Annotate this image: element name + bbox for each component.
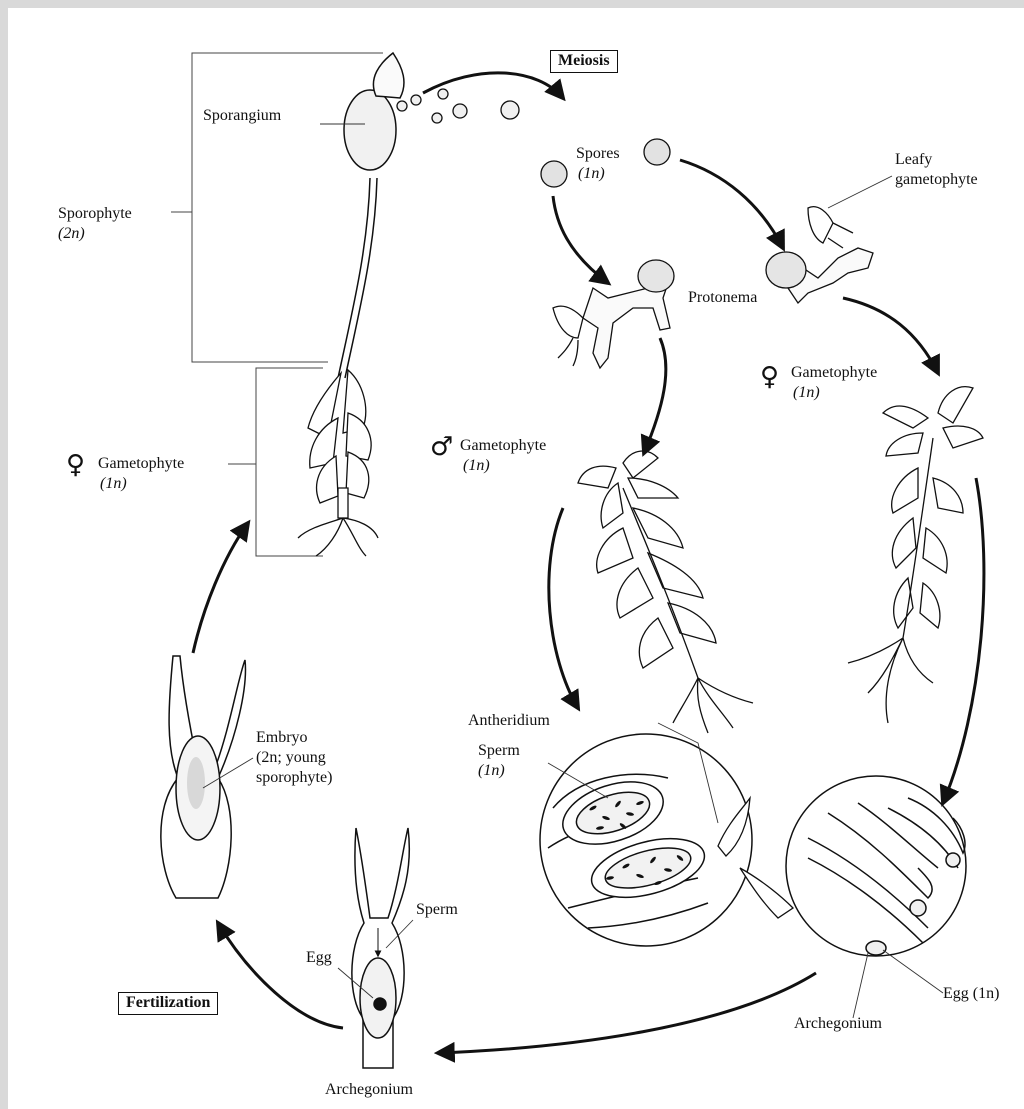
left-gametophyte-shoot bbox=[298, 370, 378, 556]
embryo-archegonium bbox=[161, 656, 246, 898]
fertilization-label: Fertilization bbox=[118, 992, 218, 1015]
sporangium-label: Sporangium bbox=[203, 106, 281, 125]
sperm-archegonium-label: Sperm bbox=[416, 900, 458, 919]
embryo-label-line1: Embryo bbox=[256, 728, 308, 747]
sporophyte-capsule bbox=[338, 53, 404, 378]
leafy-gametophyte-label-line2: gametophyte bbox=[895, 170, 978, 189]
egg-right-label: Egg (1n) bbox=[943, 984, 999, 1003]
embryo-label-line3: sporophyte) bbox=[256, 768, 332, 787]
female-symbol-right: ♀ bbox=[760, 364, 779, 390]
archegonium-right-label: Archegonium bbox=[794, 1014, 882, 1033]
protonema-middle bbox=[553, 260, 674, 368]
male-gametophyte-label: Gametophyte bbox=[460, 436, 546, 455]
spores-label: Spores bbox=[576, 144, 620, 163]
egg-archegonium-label: Egg bbox=[306, 948, 332, 967]
female-gametophyte-left-ploidy: (1n) bbox=[100, 474, 127, 493]
archegonium-magnified bbox=[786, 776, 966, 956]
protonema-right bbox=[766, 207, 873, 303]
male-symbol: ♂ bbox=[430, 434, 453, 460]
sperm-circle-label: Sperm bbox=[478, 741, 520, 760]
diagram-canvas: Meiosis Fertilization Sporangium Sporoph… bbox=[8, 8, 1024, 1109]
spores bbox=[397, 89, 670, 187]
male-gametophyte-shoot bbox=[578, 451, 753, 733]
sperm-circle-ploidy: (1n) bbox=[478, 761, 505, 780]
meiosis-label: Meiosis bbox=[550, 50, 618, 73]
female-gametophyte-right-ploidy: (1n) bbox=[793, 383, 820, 402]
embryo-label-line2: (2n; young bbox=[256, 748, 326, 767]
leafy-gametophyte-label-line1: Leafy bbox=[895, 150, 932, 169]
archegonium-bottom-label: Archegonium bbox=[325, 1080, 413, 1099]
sporophyte-label: Sporophyte bbox=[58, 204, 132, 223]
antheridium-label: Antheridium bbox=[468, 711, 550, 730]
gametophyte-bracket bbox=[228, 368, 323, 556]
sporophyte-ploidy: (2n) bbox=[58, 224, 85, 243]
female-gametophyte-right-label: Gametophyte bbox=[791, 363, 877, 382]
spores-ploidy: (1n) bbox=[578, 164, 605, 183]
female-symbol-left: ♀ bbox=[66, 452, 85, 478]
protonema-label: Protonema bbox=[688, 288, 757, 307]
male-gametophyte-ploidy: (1n) bbox=[463, 456, 490, 475]
female-gametophyte-shoot bbox=[848, 387, 983, 723]
archegonium-bottom bbox=[352, 828, 409, 1068]
moss-life-cycle-illustration bbox=[8, 8, 1024, 1109]
female-gametophyte-left-label: Gametophyte bbox=[98, 454, 184, 473]
